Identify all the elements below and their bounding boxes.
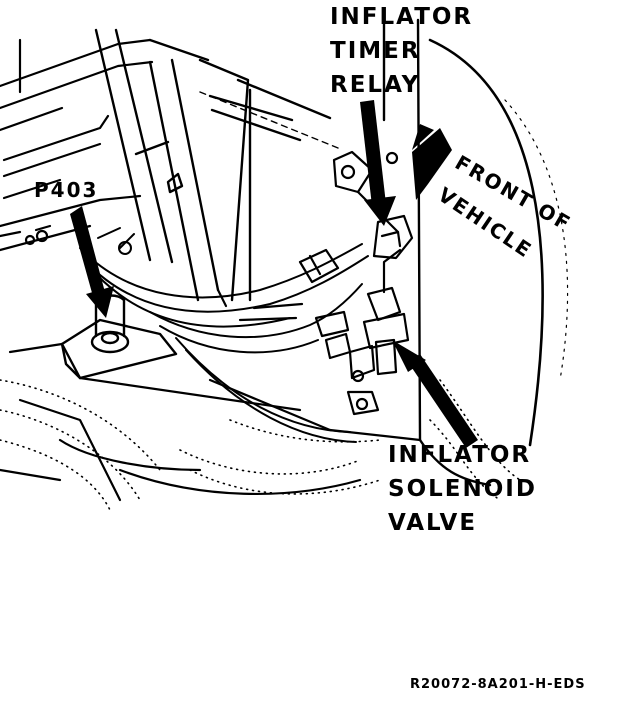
timer-relay-line-3: RELAY (330, 72, 421, 98)
harness-connectors (216, 248, 352, 360)
solenoid-leader-arrow (392, 340, 478, 448)
relay-bracket (332, 150, 414, 260)
timer-relay-line-1: INFLATOR (330, 4, 474, 30)
front-of-vehicle-arrow (412, 124, 452, 200)
dashed-edge (199, 91, 339, 149)
cross-member-left (0, 194, 142, 252)
connector-label: P403 (34, 178, 99, 202)
solenoid-valve-line-3: VALVE (388, 510, 478, 536)
solenoid-valve-label: INFLATOR SOLENOID VALVE (388, 444, 537, 535)
p403-leader-arrow (70, 206, 114, 318)
relay-leader-arrow (360, 100, 396, 226)
stipple-shading (0, 379, 521, 511)
solenoid-valve-line-1: INFLATOR (388, 442, 532, 468)
wiring-harness (79, 227, 369, 443)
cross-member-upper (0, 38, 154, 200)
figure-code: R20072-8A201-H-EDS (410, 677, 586, 692)
timer-relay-line-2: TIMER (330, 38, 421, 64)
timer-relay-label: INFLATOR TIMER RELAY (330, 6, 473, 97)
solenoid-assembly (346, 248, 410, 416)
lower-floor (0, 342, 422, 502)
right-panel (382, 10, 569, 487)
solenoid-valve-line-2: SOLENOID (388, 476, 537, 502)
p403-base-plate (60, 294, 178, 380)
pillar-structure (94, 28, 332, 302)
